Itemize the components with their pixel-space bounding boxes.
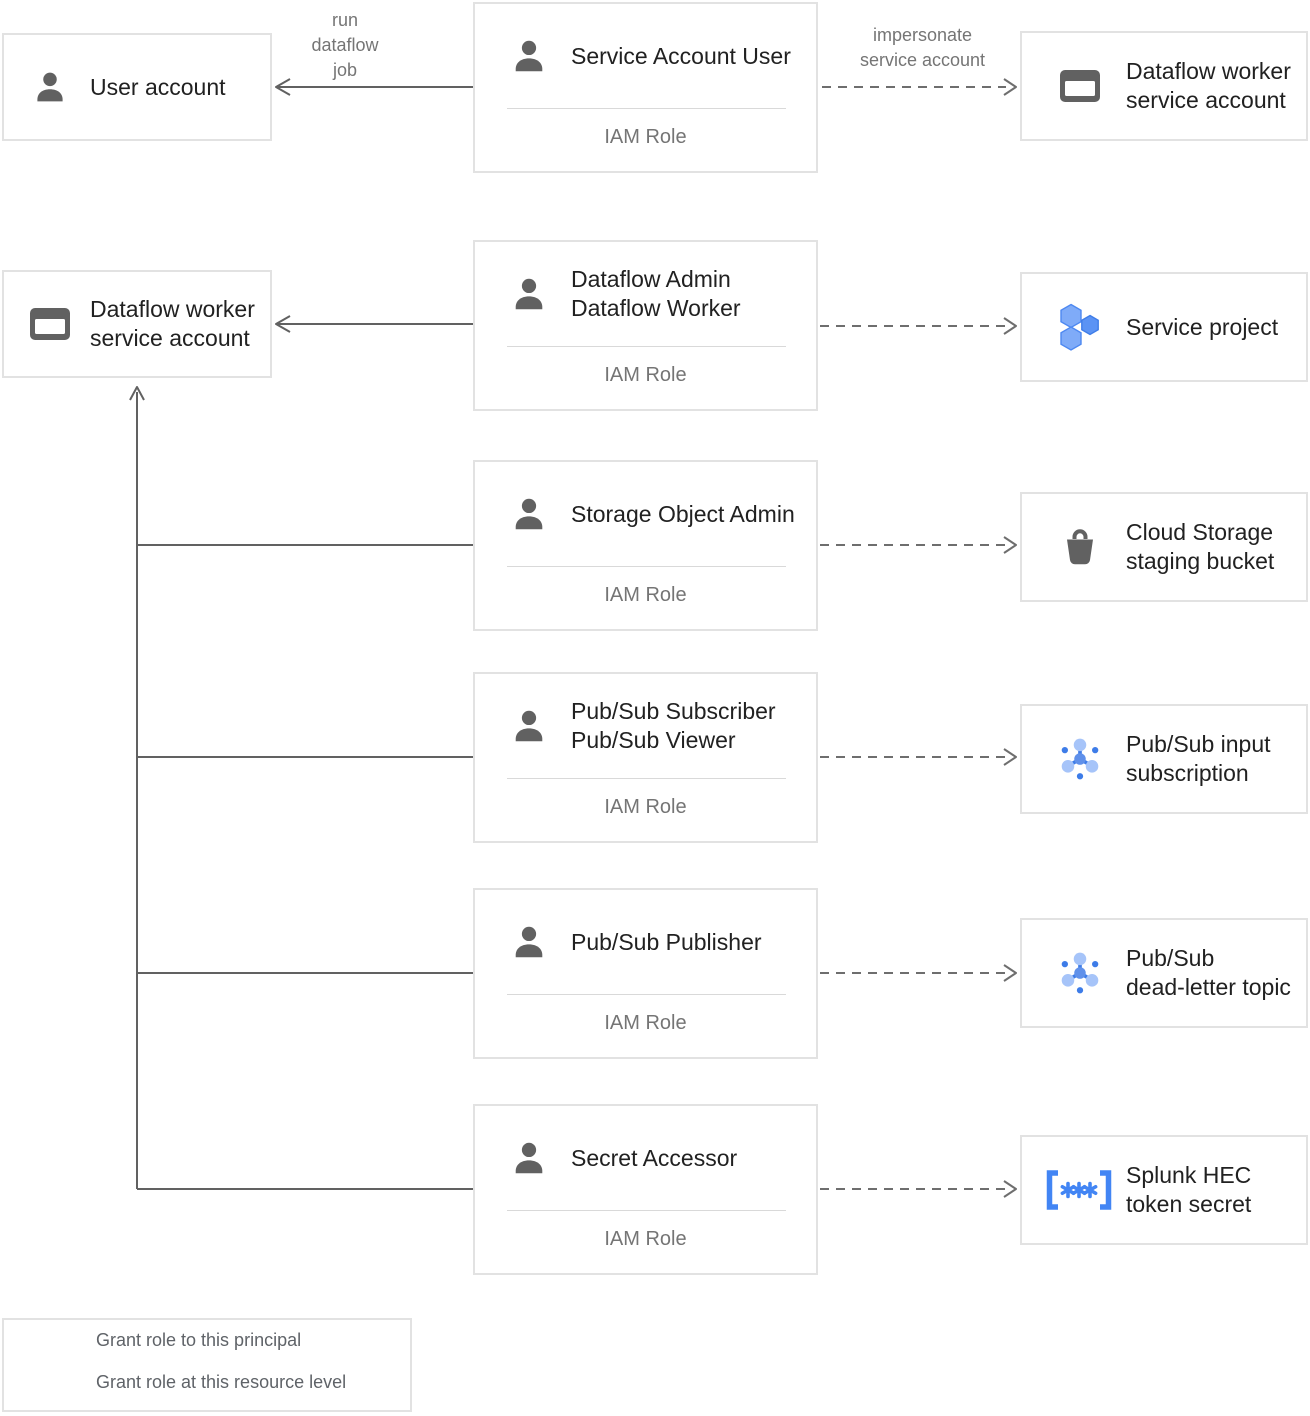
iam-role-subtitle: IAM Role [604,795,687,818]
iam-role-title: Dataflow Admin Dataflow Worker [571,266,741,321]
legend-dashed-label: Grant role at this resource level [96,1372,347,1392]
divider [507,1210,786,1211]
service-account-card-icon [28,305,72,343]
splunk-hec-token-secret-box: Splunk HEC token secret [1020,1135,1308,1245]
user-account-label: User account [90,73,226,100]
edge-role-to-dfw-sa [275,315,473,333]
iam-role-box-service-account-user: Service Account User IAM Role [473,2,818,173]
iam-role-subtitle: IAM Role [604,1011,687,1034]
service-project-label: Service project [1126,313,1279,340]
divider [507,346,786,347]
pubsub-icon [1048,950,1112,996]
user-account-box: User account [2,33,272,141]
service-project-box: Service project [1020,272,1308,382]
divider [507,778,786,779]
legend-solid-label: Grant role to this principal [96,1330,302,1350]
iam-role-title: Secret Accessor [571,1144,738,1171]
cloud-storage-bucket-box: Cloud Storage staging bucket [1020,492,1308,602]
trunk-to-dfw-sa [129,386,473,1190]
person-icon [509,1139,549,1177]
edge-label-run-dataflow-job: run dataflow job [311,10,379,80]
splunk-hec-token-secret-label: Splunk HEC token secret [1126,1162,1252,1217]
person-icon [509,495,549,533]
person-icon [509,275,549,313]
dataflow-worker-sa-principal-label: Dataflow worker service account [90,296,255,351]
cloud-storage-bucket-label: Cloud Storage staging bucket [1126,519,1275,574]
edge-run-dataflow-job [275,78,473,96]
divider [507,994,786,995]
iam-role-box-pubsub-subscriber-viewer: Pub/Sub Subscriber Pub/Sub Viewer IAM Ro… [473,672,818,843]
service-account-card-icon [1048,67,1112,105]
divider [507,566,786,567]
iam-role-box-dataflow-admin-worker: Dataflow Admin Dataflow Worker IAM Role [473,240,818,411]
edge-label-impersonate-service-account: impersonate service account [859,25,986,70]
iam-role-title: Pub/Sub Publisher [571,928,762,955]
dataflow-worker-sa-principal-box: Dataflow worker service account [2,270,272,378]
iam-role-box-secret-accessor: Secret Accessor IAM Role [473,1104,818,1275]
legend-box [2,1318,412,1412]
divider [507,108,786,109]
dataflow-worker-sa-resource-label: Dataflow worker service account [1126,58,1291,113]
pubsub-input-subscription-label: Pub/Sub input subscription [1126,731,1271,786]
iam-role-box-pubsub-publisher: Pub/Sub Publisher IAM Role [473,888,818,1059]
iam-role-subtitle: IAM Role [604,363,687,386]
dashed-resource-edges [820,78,1017,1198]
project-hexagons-icon [1048,303,1112,351]
storage-bucket-icon [1048,527,1112,567]
iam-role-subtitle: IAM Role [604,1227,687,1250]
iam-role-title: Pub/Sub Subscriber Pub/Sub Viewer [571,698,776,753]
iam-role-box-storage-object-admin: Storage Object Admin IAM Role [473,460,818,631]
iam-role-title: Storage Object Admin [571,500,795,527]
person-icon [509,37,549,75]
pubsub-dead-letter-topic-label: Pub/Sub dead-letter topic [1126,945,1291,1000]
person-icon [28,69,72,105]
iam-role-subtitle: IAM Role [604,583,687,606]
secret-brackets-icon [1040,1168,1118,1212]
iam-role-title: Service Account User [571,42,791,69]
pubsub-input-subscription-box: Pub/Sub input subscription [1020,704,1308,814]
iam-role-subtitle: IAM Role [604,125,687,148]
pubsub-dead-letter-topic-box: Pub/Sub dead-letter topic [1020,918,1308,1028]
pubsub-icon [1048,736,1112,782]
dataflow-worker-sa-resource-box: Dataflow worker service account [1020,31,1308,141]
person-icon [509,923,549,961]
person-icon [509,707,549,745]
